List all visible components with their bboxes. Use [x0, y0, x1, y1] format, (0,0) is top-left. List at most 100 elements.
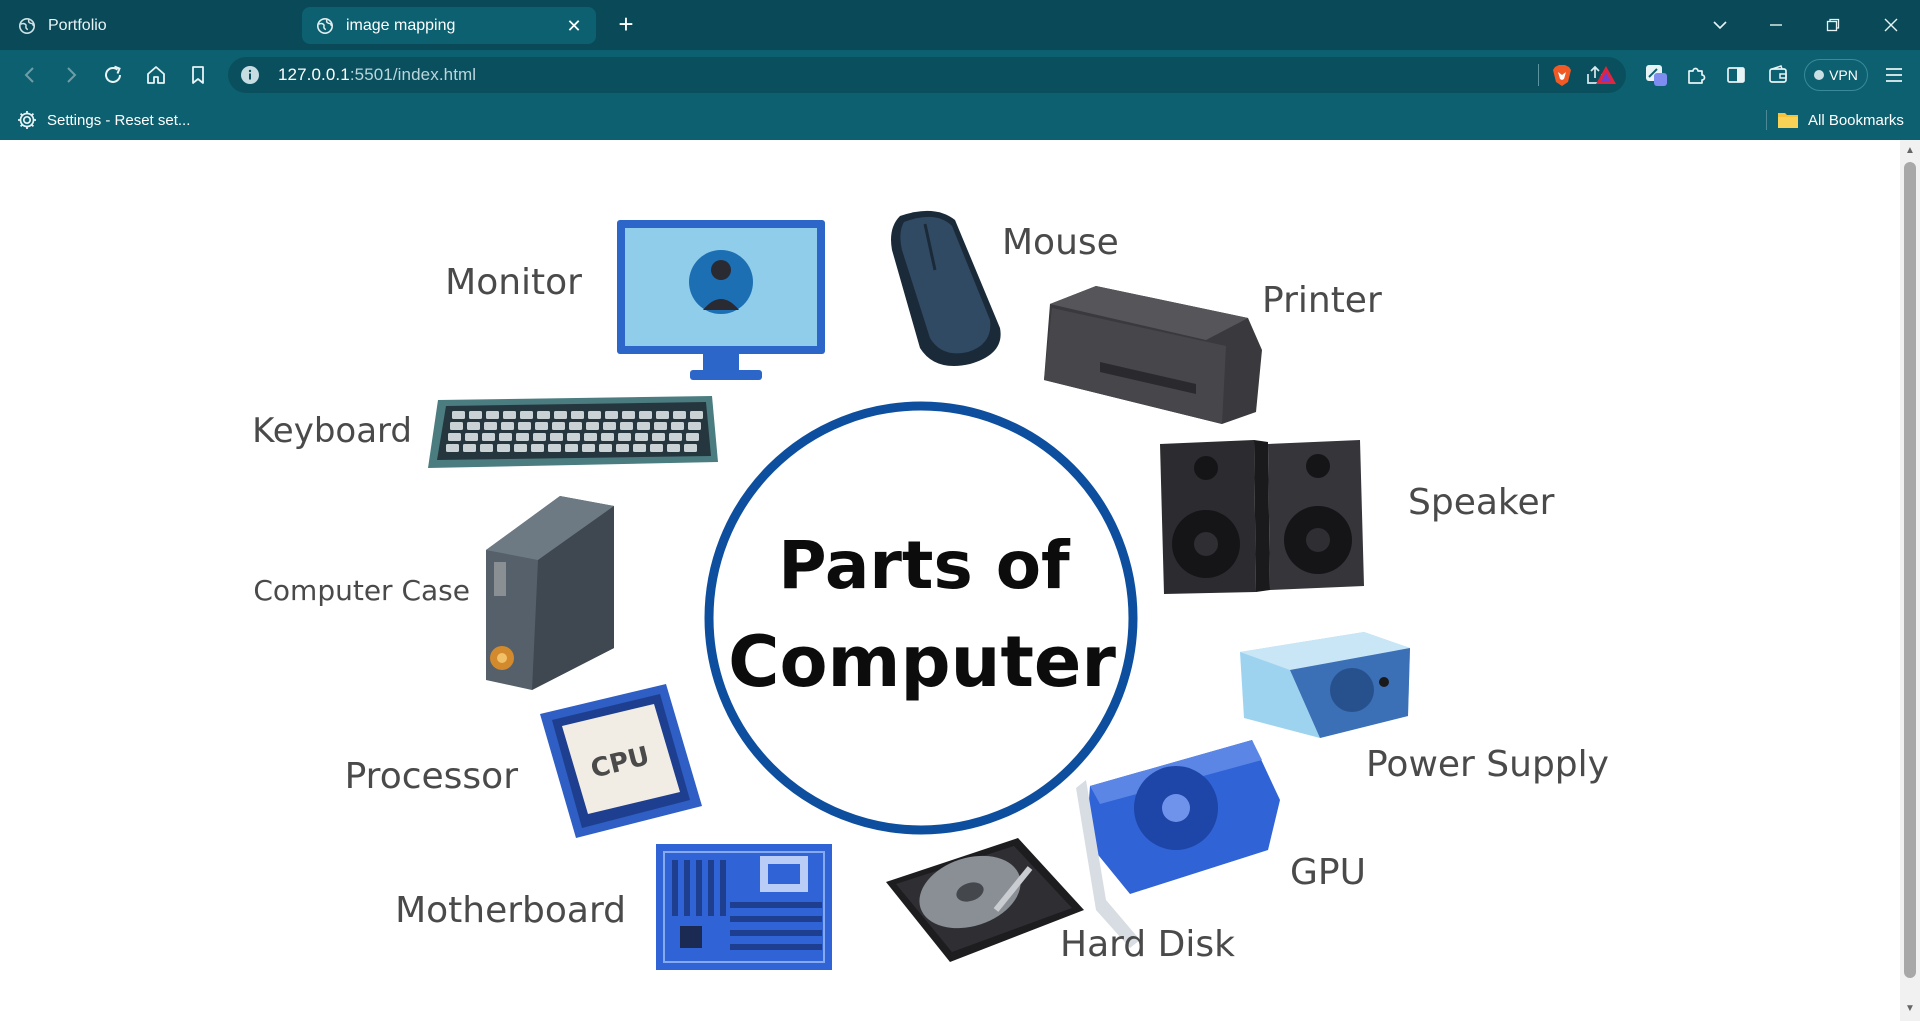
- minimize-icon[interactable]: [1756, 8, 1796, 42]
- label-gpu: GPU: [1290, 852, 1366, 893]
- mouse-area[interactable]: Mouse: [891, 210, 1119, 366]
- label-monitor: Monitor: [445, 262, 582, 303]
- tab-image-mapping[interactable]: image mapping ✕: [302, 7, 596, 44]
- gear-icon: [18, 111, 36, 129]
- keyboard-key: [516, 433, 529, 441]
- motherboard-slot: [730, 916, 822, 922]
- speaker-area[interactable]: Speaker: [1160, 440, 1555, 594]
- globe-icon: [316, 17, 334, 34]
- bookmark-settings-label: Settings - Reset set...: [47, 111, 191, 129]
- globe-icon: [18, 17, 36, 34]
- wallet-icon[interactable]: [1762, 59, 1794, 91]
- motherboard-slot: [730, 930, 822, 936]
- keyboard-key: [484, 422, 497, 430]
- gpu-area[interactable]: GPU: [1076, 740, 1366, 948]
- keyboard-key: [656, 411, 669, 419]
- center-circle: Parts of Computer: [704, 401, 1138, 835]
- vpn-status-icon: [1814, 70, 1825, 80]
- extensions-icon[interactable]: [1680, 59, 1712, 91]
- keyboard-key: [601, 433, 614, 441]
- keyboard-key: [565, 444, 578, 452]
- scroll-up-icon[interactable]: ▲: [1905, 145, 1915, 156]
- restore-icon[interactable]: [1813, 8, 1853, 42]
- keyboard-key: [480, 444, 493, 452]
- keyboard-key: [586, 422, 599, 430]
- keyboard-key: [599, 444, 612, 452]
- keyboard-key: [633, 444, 646, 452]
- keyboard-key: [582, 444, 595, 452]
- power-supply-area[interactable]: Power Supply: [1240, 632, 1609, 785]
- keyboard-key: [688, 422, 701, 430]
- keyboard-key: [548, 444, 561, 452]
- monitor-area[interactable]: Monitor: [445, 220, 825, 380]
- keyboard-key: [654, 422, 667, 430]
- title-line-2: Computer: [728, 621, 1116, 703]
- keyboard-key: [637, 422, 650, 430]
- all-bookmarks-label: All Bookmarks: [1808, 111, 1904, 129]
- keyboard-key: [571, 411, 584, 419]
- label-hard-disk: Hard Disk: [1060, 924, 1235, 965]
- close-tab-icon[interactable]: ✕: [566, 16, 582, 36]
- keyboard-key: [620, 422, 633, 430]
- forward-icon[interactable]: [55, 59, 87, 91]
- keyboard-key: [550, 433, 563, 441]
- keyboard-key: [450, 422, 463, 430]
- label-power-supply: Power Supply: [1366, 744, 1609, 785]
- vertical-scrollbar[interactable]: ▲ ▼: [1900, 140, 1920, 1021]
- keyboard-key: [448, 433, 461, 441]
- keyboard-key: [569, 422, 582, 430]
- brave-shields-icon[interactable]: [1546, 59, 1578, 91]
- scroll-down-icon[interactable]: ▼: [1905, 1003, 1915, 1014]
- sidebar-toggle-icon[interactable]: [1720, 59, 1752, 91]
- site-info-icon[interactable]: [240, 65, 260, 85]
- bookmark-settings[interactable]: Settings - Reset set...: [16, 108, 190, 132]
- printer-area[interactable]: Printer: [1044, 280, 1382, 424]
- label-processor: Processor: [345, 756, 519, 797]
- title-line-1: Parts of: [778, 527, 1071, 604]
- keyboard-key: [616, 444, 629, 452]
- keyboard-key: [639, 411, 652, 419]
- parts-of-computer-image-map[interactable]: Parts of Computer Monitor Mouse: [0, 140, 1900, 1021]
- computer-case-area[interactable]: Computer Case: [253, 496, 614, 690]
- keyboard-key: [603, 422, 616, 430]
- keyboard-key: [669, 433, 682, 441]
- toolbar: 127.0.0.1:5501/index.html VPN: [0, 50, 1920, 100]
- keyboard-key: [635, 433, 648, 441]
- tab-title: Portfolio: [48, 16, 107, 34]
- motherboard-area[interactable]: Motherboard: [395, 844, 832, 970]
- keyboard-key: [467, 422, 480, 430]
- keyboard-key: [686, 433, 699, 441]
- address-bar[interactable]: 127.0.0.1:5501/index.html: [228, 57, 1626, 93]
- menu-icon[interactable]: [1878, 59, 1910, 91]
- keyboard-key: [469, 411, 482, 419]
- keyboard-key: [486, 411, 499, 419]
- leo-ai-icon[interactable]: [1640, 59, 1672, 91]
- motherboard-slot: [684, 860, 690, 916]
- tab-search-chevron-icon[interactable]: [1700, 8, 1740, 42]
- keyboard-key: [690, 411, 703, 419]
- close-window-icon[interactable]: [1871, 8, 1911, 42]
- new-tab-button[interactable]: +: [618, 9, 634, 39]
- reload-icon[interactable]: [97, 59, 129, 91]
- keyboard-key: [465, 433, 478, 441]
- motherboard-slot: [672, 860, 678, 916]
- bookmark-icon[interactable]: [182, 59, 214, 91]
- tab-strip: Portfolio image mapping ✕ +: [0, 0, 1920, 50]
- motherboard-slot: [708, 860, 714, 916]
- processor-area[interactable]: CPU Processor: [345, 684, 702, 838]
- all-bookmarks-button[interactable]: All Bookmarks: [1777, 108, 1904, 132]
- keyboard-area[interactable]: Keyboard: [252, 396, 718, 468]
- tab-portfolio[interactable]: Portfolio: [4, 7, 296, 44]
- keyboard-key: [499, 433, 512, 441]
- vpn-button[interactable]: VPN: [1804, 59, 1868, 91]
- back-icon[interactable]: [14, 59, 46, 91]
- keyboard-key: [650, 444, 663, 452]
- scrollbar-thumb[interactable]: [1904, 162, 1916, 978]
- hard-disk-area[interactable]: Hard Disk: [886, 838, 1235, 965]
- brave-rewards-icon[interactable]: [1590, 59, 1622, 91]
- tab-title: image mapping: [346, 16, 456, 34]
- toolbar-divider: [1538, 64, 1539, 86]
- home-icon[interactable]: [140, 59, 172, 91]
- motherboard-slot: [696, 860, 702, 916]
- keyboard-key: [446, 444, 459, 452]
